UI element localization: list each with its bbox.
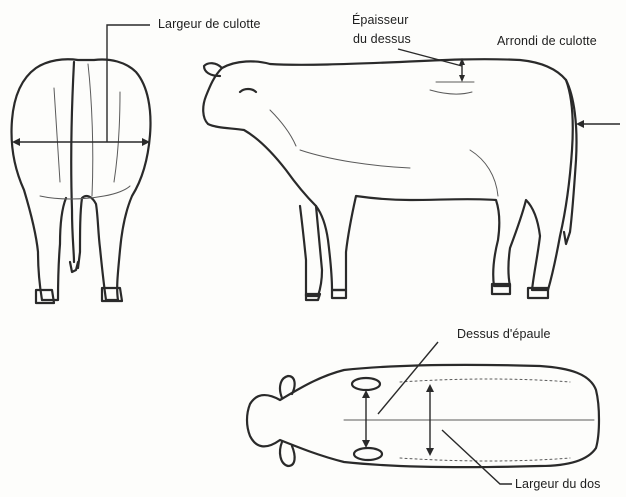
rear-view-tail xyxy=(71,62,74,262)
rear-view-outline xyxy=(12,59,151,300)
label-rump-roundness: Arrondi de culotte xyxy=(497,34,597,49)
label-back-width: Largeur du dos xyxy=(515,477,601,492)
rump-roundness-arrow xyxy=(576,120,620,128)
side-view-cow xyxy=(203,59,576,300)
shoulder-top-arrow xyxy=(362,390,370,448)
side-view-outline xyxy=(203,59,573,290)
top-view-cow xyxy=(247,365,599,467)
label-shoulder-top: Dessus d'épaule xyxy=(457,327,551,342)
rump-width-arrow xyxy=(12,138,150,146)
label-top-thickness-line1: Épaisseur xyxy=(352,13,409,28)
rear-view-cow xyxy=(12,59,151,303)
top-view-shoulder-left xyxy=(352,378,380,390)
side-view-eye xyxy=(240,89,256,92)
shoulder-top-leader xyxy=(378,342,438,414)
side-view-foreleg-front xyxy=(300,206,322,296)
top-view-ear-bottom xyxy=(280,442,295,466)
top-view-shoulder-right xyxy=(354,448,382,460)
top-thickness-leader xyxy=(398,49,462,66)
top-thickness-marker xyxy=(436,58,474,82)
label-top-thickness-line2: du dessus xyxy=(353,32,411,47)
label-rump-width: Largeur de culotte xyxy=(158,17,261,32)
back-width-leader xyxy=(442,430,512,484)
